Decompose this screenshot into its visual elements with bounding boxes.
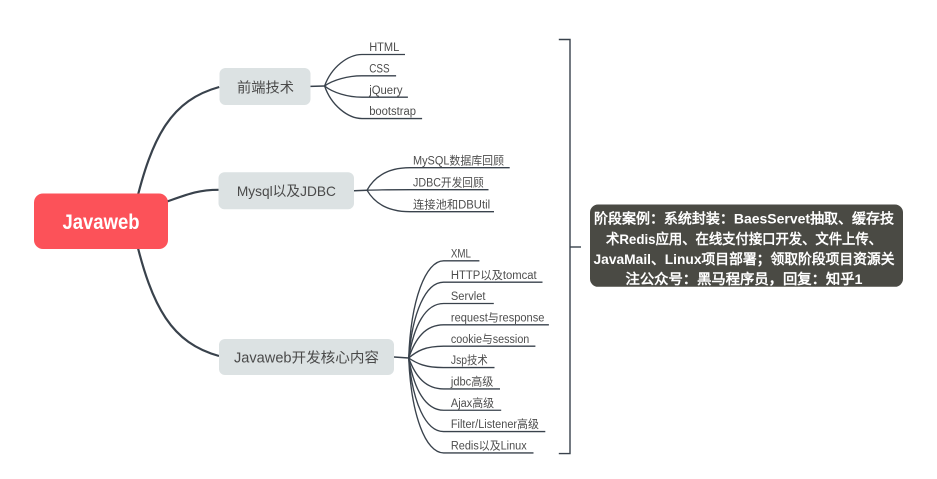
svg-text:HTTP以及tomcat: HTTP以及tomcat: [451, 269, 538, 282]
svg-text:request与response: request与response: [451, 312, 545, 325]
svg-text:Redis以及Linux: Redis以及Linux: [451, 440, 527, 453]
svg-text:注公众号：黑马程序员，回复：知乎1: 注公众号：黑马程序员，回复：知乎1: [626, 271, 863, 287]
svg-text:术Redis应用、在线支付接口开发、文件上传、: 术Redis应用、在线支付接口开发、文件上传、: [606, 231, 882, 247]
svg-text:Ajax高级: Ajax高级: [451, 396, 495, 410]
svg-text:Javaweb开发核心内容: Javaweb开发核心内容: [234, 349, 379, 366]
svg-text:Mysql以及JDBC: Mysql以及JDBC: [237, 183, 336, 199]
svg-text:MySQL数据库回顾: MySQL数据库回顾: [413, 153, 504, 167]
svg-text:Jsp技术: Jsp技术: [451, 354, 488, 367]
svg-text:Javaweb: Javaweb: [63, 211, 140, 234]
svg-text:bootstrap: bootstrap: [369, 106, 416, 118]
svg-text:jQuery: jQuery: [368, 85, 403, 97]
svg-text:XML: XML: [451, 248, 472, 260]
svg-text:HTML: HTML: [369, 42, 400, 54]
svg-text:Servlet: Servlet: [451, 291, 486, 303]
svg-text:JavaMail、Linux项目部署；领取阶段项目资源关: JavaMail、Linux项目部署；领取阶段项目资源关: [594, 251, 895, 268]
svg-text:前端技术: 前端技术: [237, 79, 294, 95]
svg-text:jdbc高级: jdbc高级: [450, 375, 494, 389]
svg-text:Filter/Listener高级: Filter/Listener高级: [451, 417, 539, 431]
svg-text:CSS: CSS: [369, 63, 390, 75]
svg-text:阶段案例：系统封装：BaesServet抽取、缓存技: 阶段案例：系统封装：BaesServet抽取、缓存技: [594, 211, 895, 227]
svg-text:JDBC开发回顾: JDBC开发回顾: [413, 175, 484, 189]
svg-text:连接池和DBUtil: 连接池和DBUtil: [413, 197, 490, 211]
svg-text:cookie与session: cookie与session: [451, 333, 529, 346]
